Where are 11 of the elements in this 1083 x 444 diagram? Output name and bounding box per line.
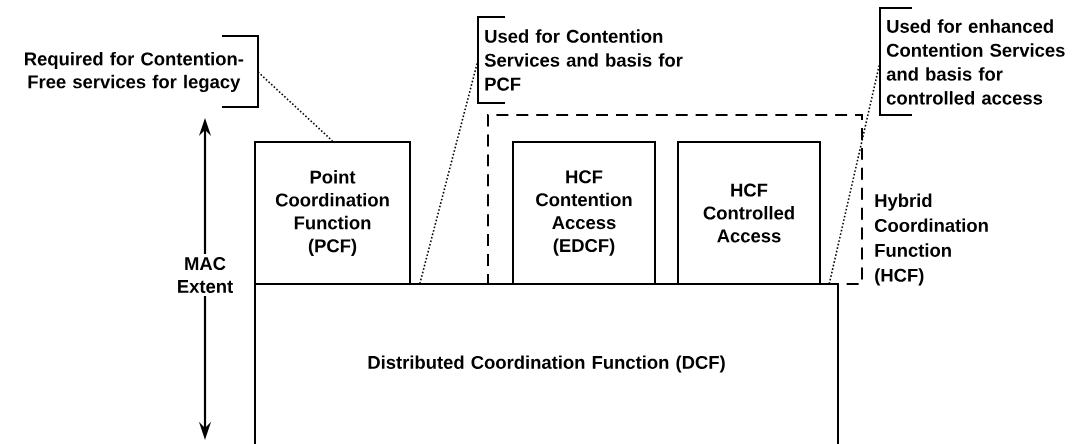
process-box: HCF Controlled Access <box>677 141 821 285</box>
process-box: Point Coordination Function (PCF) <box>254 141 411 285</box>
leader-line <box>828 61 881 286</box>
callout-text: Used for enhanced Contention Services and basis for controlled access <box>879 7 1065 116</box>
leader-line <box>257 71 334 142</box>
node-label: Hybrid Coordination Function (HCF) <box>874 193 988 286</box>
dimension-label: MAC Extent <box>167 254 243 296</box>
callout-text: Used for Contention Services and basis for PCF <box>477 16 683 104</box>
leader-line <box>419 59 479 285</box>
process-box: HCF Contention Access (EDCF) <box>512 141 656 285</box>
callout-text: Required for Contention-Free services for legacy <box>25 35 259 108</box>
